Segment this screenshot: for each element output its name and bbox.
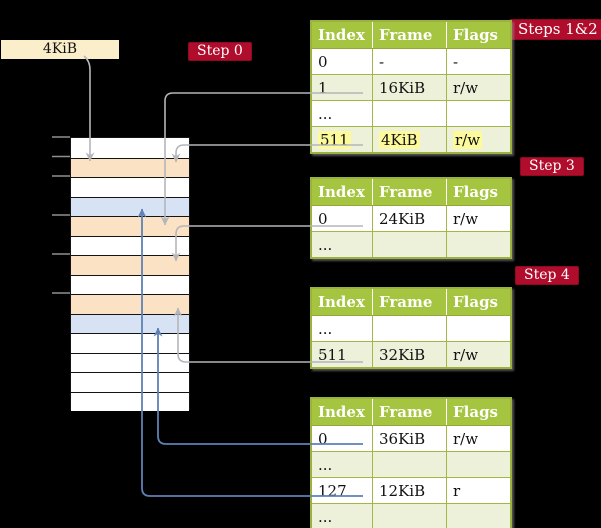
memory-frame-row-8 <box>71 294 189 314</box>
badge-step-3: Step 3 <box>520 157 584 176</box>
highlighted-value: r/w <box>453 130 483 149</box>
memory-frame-row-5 <box>71 235 189 255</box>
table-cell: 0 <box>310 48 373 75</box>
table-cell: 511 <box>310 341 373 369</box>
memory-frame-row-0 <box>71 138 189 158</box>
memory-frame-row-7 <box>71 274 189 294</box>
header-cell-index: Index <box>310 20 373 49</box>
header-cell-flags: Flags <box>446 20 512 49</box>
table-cell: r/w <box>446 74 512 101</box>
header-cell-frame: Frame <box>372 397 447 426</box>
table-cell: 32KiB <box>372 341 447 369</box>
table-row-index-dotdotdot: ... <box>310 503 512 528</box>
table-row-index-dotdotdot: ... <box>310 451 512 478</box>
physical-memory-column <box>70 137 190 411</box>
table-cell <box>372 231 447 259</box>
table-row-index-511: 511 4KiB r/w <box>310 126 512 154</box>
header-cell-flags: Flags <box>446 287 512 316</box>
frame-size-label: 4KiB <box>1 40 119 59</box>
table-cell: ... <box>310 503 373 528</box>
header-cell-frame: Frame <box>372 177 447 206</box>
table-cell <box>446 503 512 528</box>
table-cell <box>372 503 447 528</box>
header-cell-index: Index <box>310 397 373 426</box>
table-cell: 1 <box>310 74 373 101</box>
table-cell: ... <box>310 451 373 478</box>
table-cell: 0 <box>310 205 373 232</box>
header-cell-frame: Frame <box>372 20 447 49</box>
table-row-index-dotdotdot: ... <box>310 231 512 259</box>
table-cell <box>372 315 447 342</box>
table-row-index-dotdotdot: ... <box>310 315 512 342</box>
table-cell <box>446 100 512 127</box>
table-cell: 12KiB <box>372 477 447 504</box>
memory-frame-row-3 <box>71 196 189 216</box>
table-cell: 4KiB <box>372 126 447 154</box>
table-cell <box>372 451 447 478</box>
table-cell: 24KiB <box>372 205 447 232</box>
table-cell: 36KiB <box>372 425 447 452</box>
table-cell: 127 <box>310 477 373 504</box>
header-cell-flags: Flags <box>446 177 512 206</box>
memory-frame-row-9 <box>71 313 189 333</box>
badge-step-0: Step 0 <box>188 42 252 61</box>
table-cell: ... <box>310 231 373 259</box>
badge-step-4: Step 4 <box>515 266 579 285</box>
table-cell: r/w <box>446 425 512 452</box>
header-cell-flags: Flags <box>446 397 512 426</box>
memory-frame-row-2 <box>71 177 189 197</box>
table-cell: r/w <box>446 205 512 232</box>
header-cell-index: Index <box>310 287 373 316</box>
highlighted-value: 4KiB <box>379 130 420 149</box>
memory-frame-row-12 <box>71 372 189 392</box>
table-cell: 511 <box>310 126 373 154</box>
table-cell: ... <box>310 315 373 342</box>
table-cell: ... <box>310 100 373 127</box>
header-cell-frame: Frame <box>372 287 447 316</box>
table-cell: - <box>372 48 447 75</box>
table-cell: r/w <box>446 341 512 369</box>
badge-steps-1-2: Steps 1&2 <box>509 19 601 40</box>
table-cell <box>446 231 512 259</box>
table-cell: r <box>446 477 512 504</box>
table-cell <box>446 451 512 478</box>
memory-frame-row-4 <box>71 216 189 236</box>
memory-frame-row-11 <box>71 352 189 372</box>
header-cell-index: Index <box>310 177 373 206</box>
table-cell <box>446 315 512 342</box>
table-cell: - <box>446 48 512 75</box>
table-row-index-dotdotdot: ... <box>310 100 512 127</box>
table-cell <box>372 100 447 127</box>
highlighted-value: 511 <box>318 130 351 149</box>
table-cell: r/w <box>446 126 512 154</box>
table-cell: 0 <box>310 425 373 452</box>
memory-frame-row-6 <box>71 255 189 275</box>
memory-frame-row-10 <box>71 333 189 353</box>
memory-frame-row-13 <box>71 391 189 411</box>
table-cell: 16KiB <box>372 74 447 101</box>
memory-frame-row-1 <box>71 157 189 177</box>
memory-address-ticks <box>52 136 70 294</box>
table-row-index-0: 0-- <box>310 48 512 75</box>
